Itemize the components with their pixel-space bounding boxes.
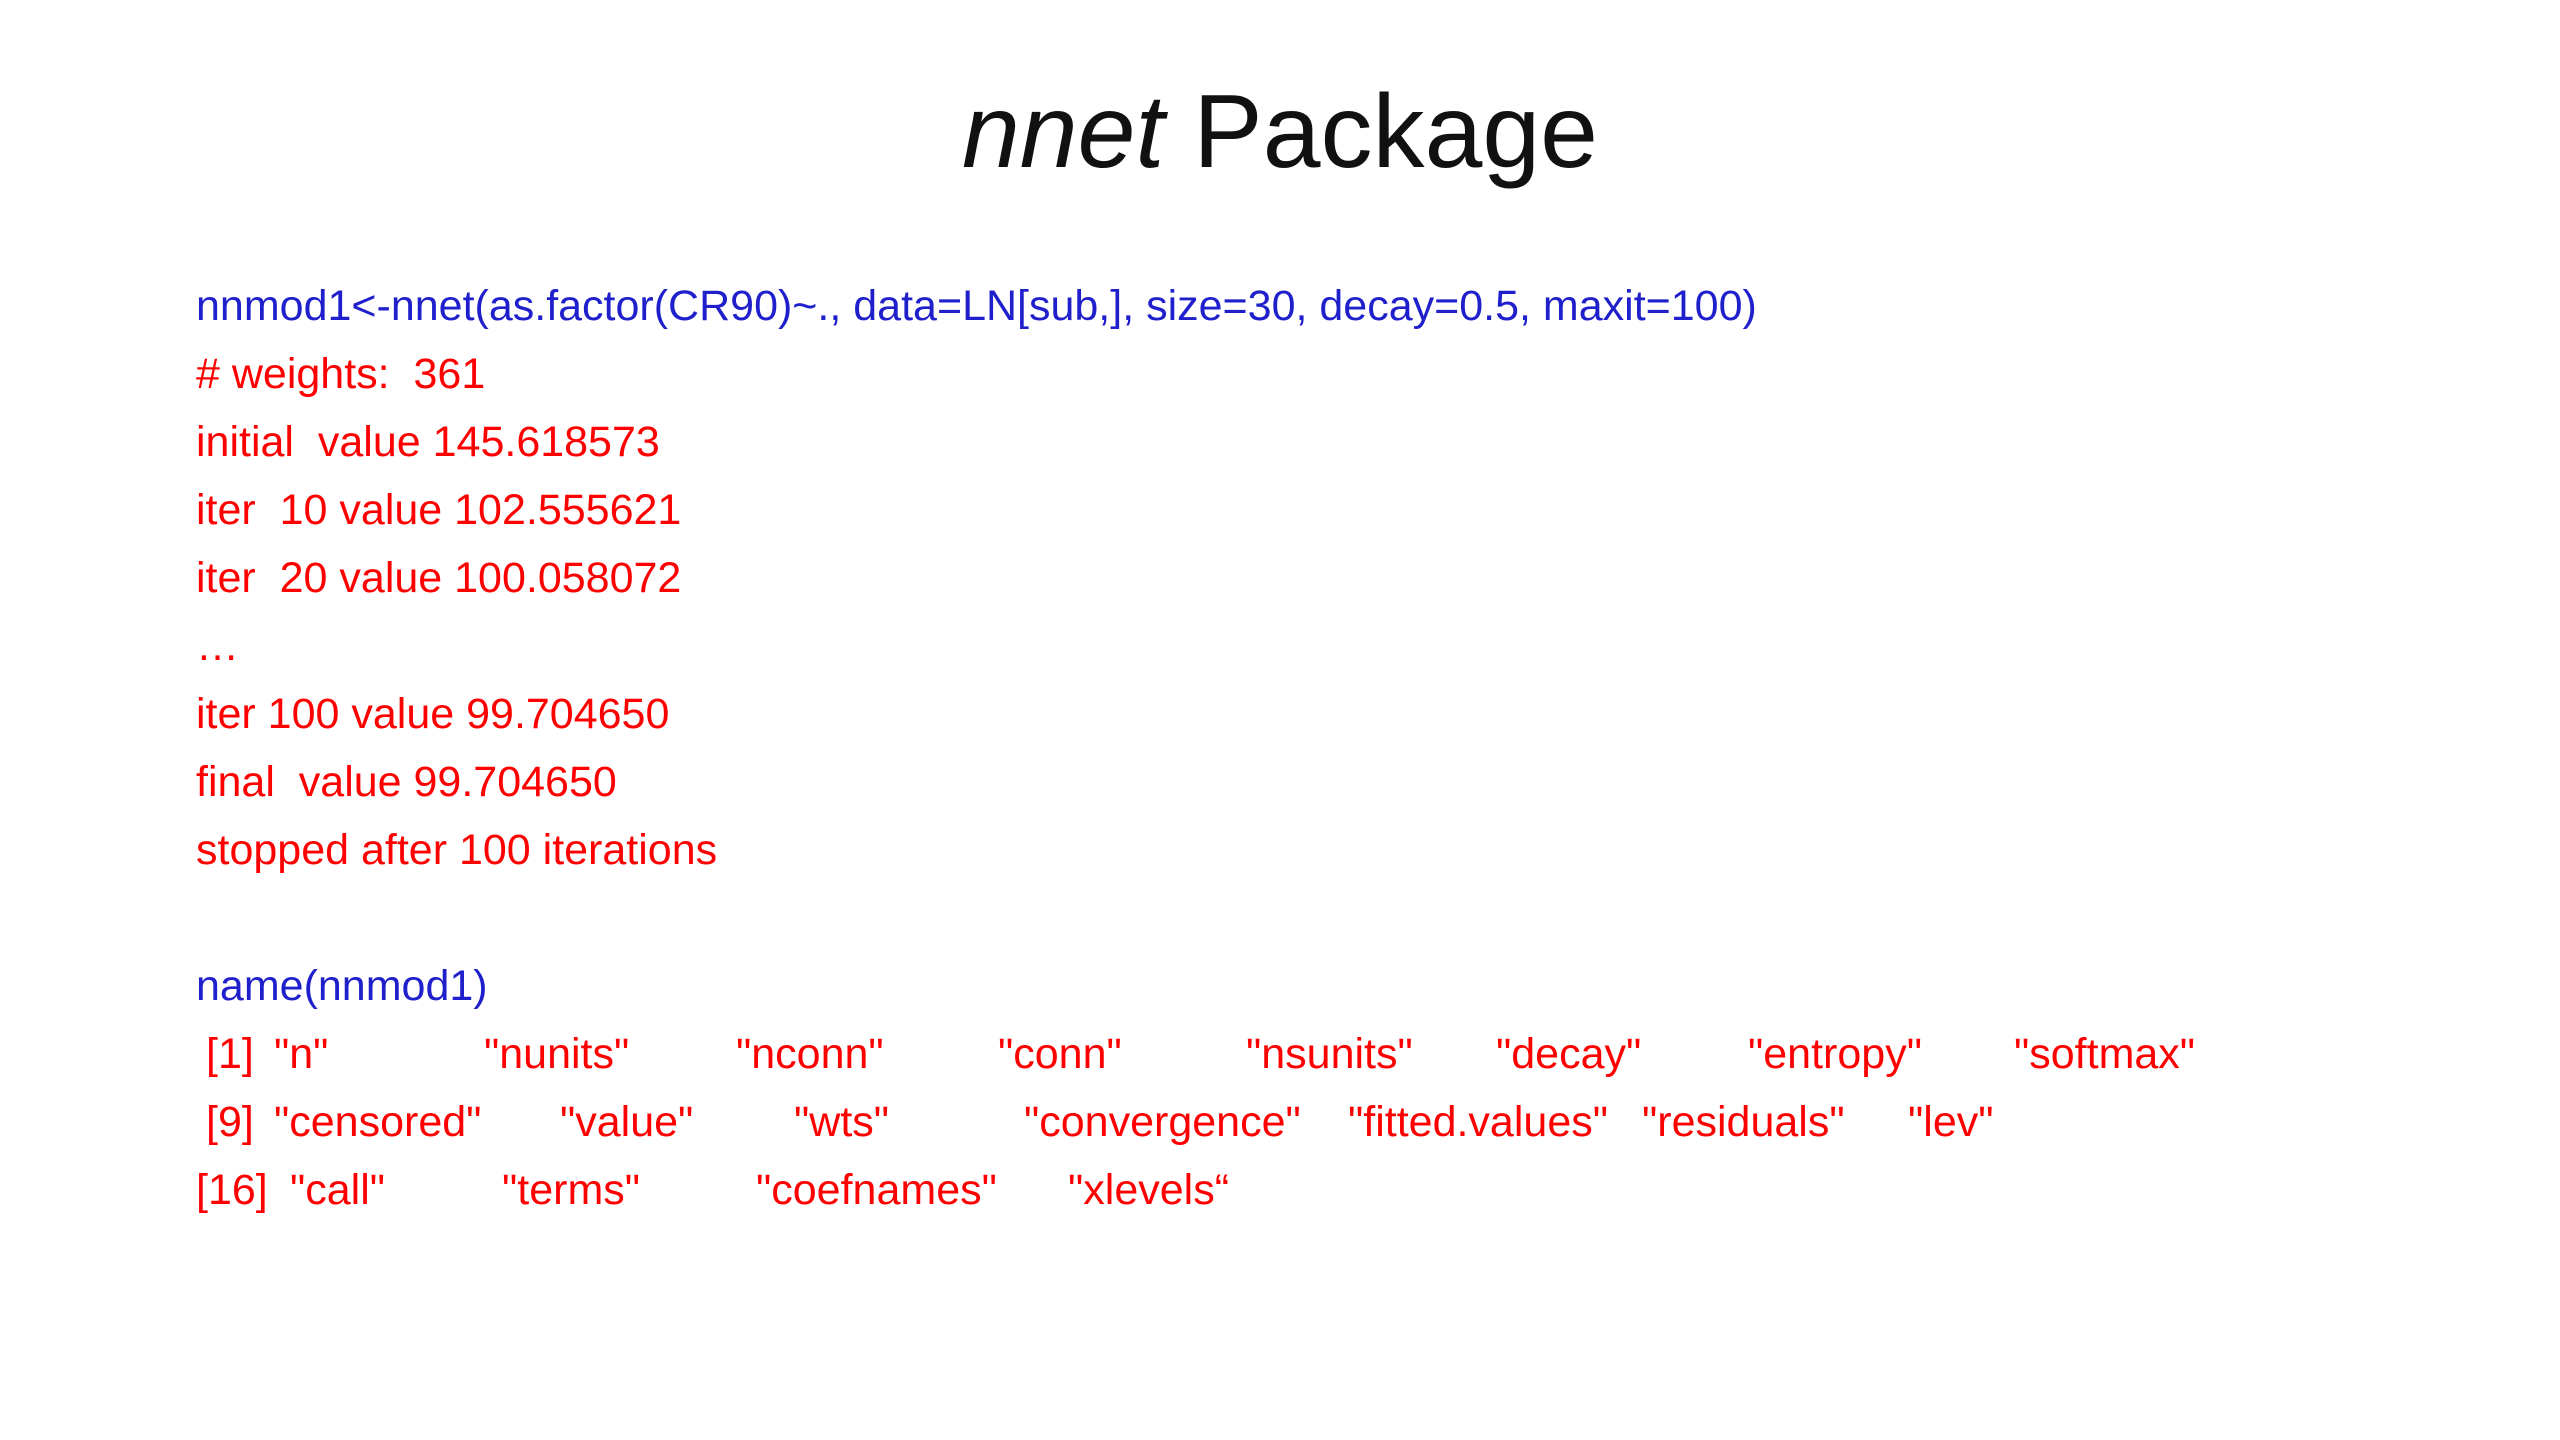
name-entry: "call" [290,1166,386,1214]
name-entry: "xlevels“ [1068,1166,1230,1214]
name-entry: "softmax" [2014,1030,2196,1078]
output-line-iter-10: iter 10 value 102.555621 [196,486,682,534]
name-entry: "wts" [794,1098,890,1146]
name-entry: "coefnames" [756,1166,997,1214]
name-entry: "entropy" [1748,1030,1922,1078]
name-entry: "nsunits" [1246,1030,1413,1078]
name-entry: "fitted.values" [1348,1098,1608,1146]
name-entry: "decay" [1496,1030,1642,1078]
name-entry: "censored" [274,1098,482,1146]
names-row-1: [1] "n" "nunits" "nconn" "conn" "nsunits… [196,1020,2496,1088]
output-line-iter-100: iter 100 value 99.704650 [196,690,670,738]
name-entry: "convergence" [1024,1098,1301,1146]
output-line-ellipsis: … [196,622,239,670]
output-line-final: final value 99.704650 [196,758,617,806]
name-entry: "nunits" [484,1030,630,1078]
output-line-initial: initial value 145.618573 [196,418,660,466]
output-line-stopped: stopped after 100 iterations [196,826,718,874]
name-entry: "conn" [998,1030,1122,1078]
name-entry: "value" [560,1098,694,1146]
name-entry: "terms" [502,1166,641,1214]
nnet-command-line: nnmod1<-nnet(as.factor(CR90)~., data=LN[… [196,282,1757,330]
names-row-3: [16] "call" "terms" "coefnames" "xlevels… [196,1156,2496,1224]
name-entry: "nconn" [736,1030,884,1078]
name-entry: "n" [274,1030,329,1078]
title-package-name: nnet [961,74,1165,190]
title-suffix: Package [1193,74,1599,190]
names-row-2: [9] "censored" "value" "wts" "convergenc… [196,1088,2496,1156]
name-entry: "lev" [1908,1098,1994,1146]
code-block: nnmod1<-nnet(as.factor(CR90)~., data=LN[… [196,272,2496,1224]
name-entry: "residuals" [1642,1098,1845,1146]
output-line-weights: # weights: 361 [196,350,486,398]
page-title: nnet Package [0,72,2560,192]
output-line-iter-20: iter 20 value 100.058072 [196,554,682,602]
blank-line [196,884,2496,952]
row-index: [1] [206,1030,254,1078]
names-command-line: name(nnmod1) [196,962,488,1010]
row-index: [9] [206,1098,254,1146]
row-index: [16] [196,1166,268,1214]
